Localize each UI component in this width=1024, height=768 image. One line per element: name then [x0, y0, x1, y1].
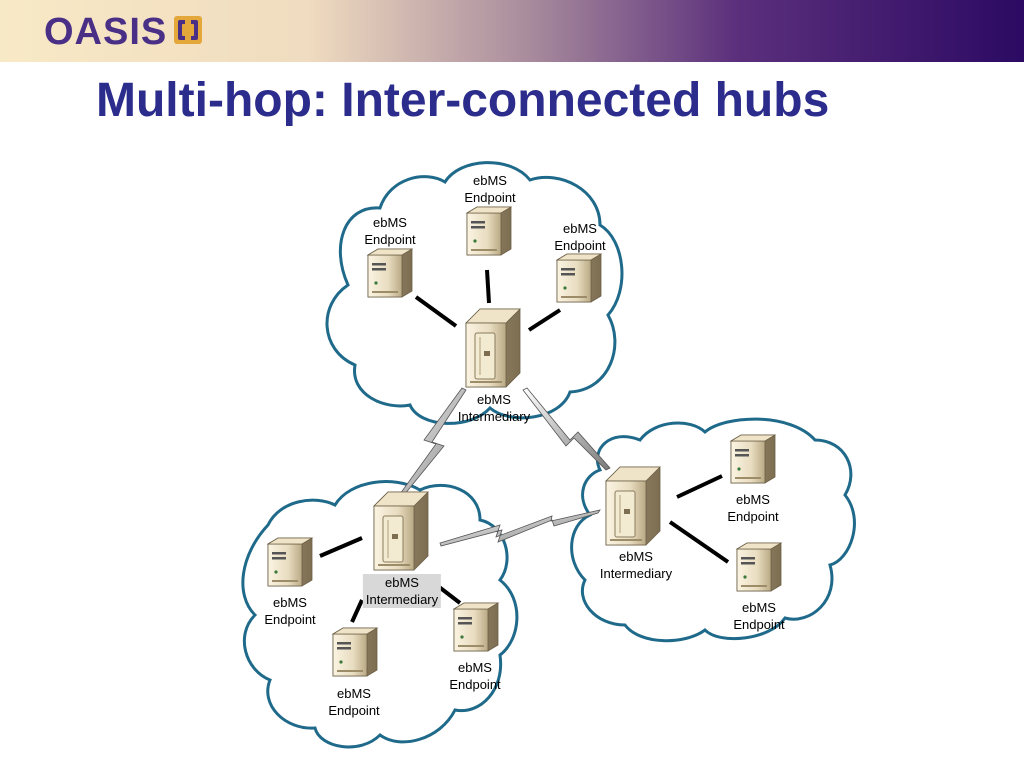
endpoint-label: ebMS Endpoint [364, 215, 416, 247]
server-icon [367, 248, 413, 298]
link-bottom-endpoint [350, 599, 364, 623]
intermediary-label: ebMS Intermediary [457, 392, 531, 424]
endpoint-label: ebMS Endpoint [727, 492, 779, 524]
lightning-link-icon [439, 509, 601, 547]
link-right-lower [668, 520, 730, 564]
endpoint-label: ebMS Endpoint [464, 173, 516, 205]
endpoint-label: ebMS Endpoint [554, 221, 606, 253]
link-top-center [485, 269, 491, 304]
link-top-right [527, 308, 562, 332]
lightning-link-icon [522, 387, 611, 471]
page-title: Multi-hop: Inter-connected hubs [96, 74, 830, 127]
endpoint-label: ebMS Endpoint [733, 600, 785, 632]
link-top-left [414, 295, 458, 328]
intermediary-label: ebMS Intermediary [599, 549, 673, 581]
endpoint-label: ebMS Endpoint [449, 660, 501, 692]
server-tower-icon [465, 308, 521, 388]
server-icon [267, 537, 313, 587]
server-icon [332, 627, 378, 677]
server-icon [736, 542, 782, 592]
endpoint-label: ebMS Endpoint [328, 686, 380, 718]
server-icon [730, 434, 776, 484]
server-tower-icon [373, 491, 429, 571]
server-icon [453, 602, 499, 652]
endpoint-label: ebMS Endpoint [264, 595, 316, 627]
cloud-top [325, 161, 624, 425]
header-band [0, 0, 1024, 62]
intermediary-label: ebMS Intermediary [362, 574, 442, 608]
server-icon [466, 206, 512, 256]
server-tower-icon [605, 466, 661, 546]
link-right-upper [676, 474, 723, 499]
logo-text: OASIS [44, 11, 168, 53]
link-left-endpoint [319, 536, 363, 558]
oasis-logo: OASIS [44, 12, 203, 52]
server-icon [556, 253, 602, 303]
oasis-logo-mark-icon [173, 15, 203, 50]
